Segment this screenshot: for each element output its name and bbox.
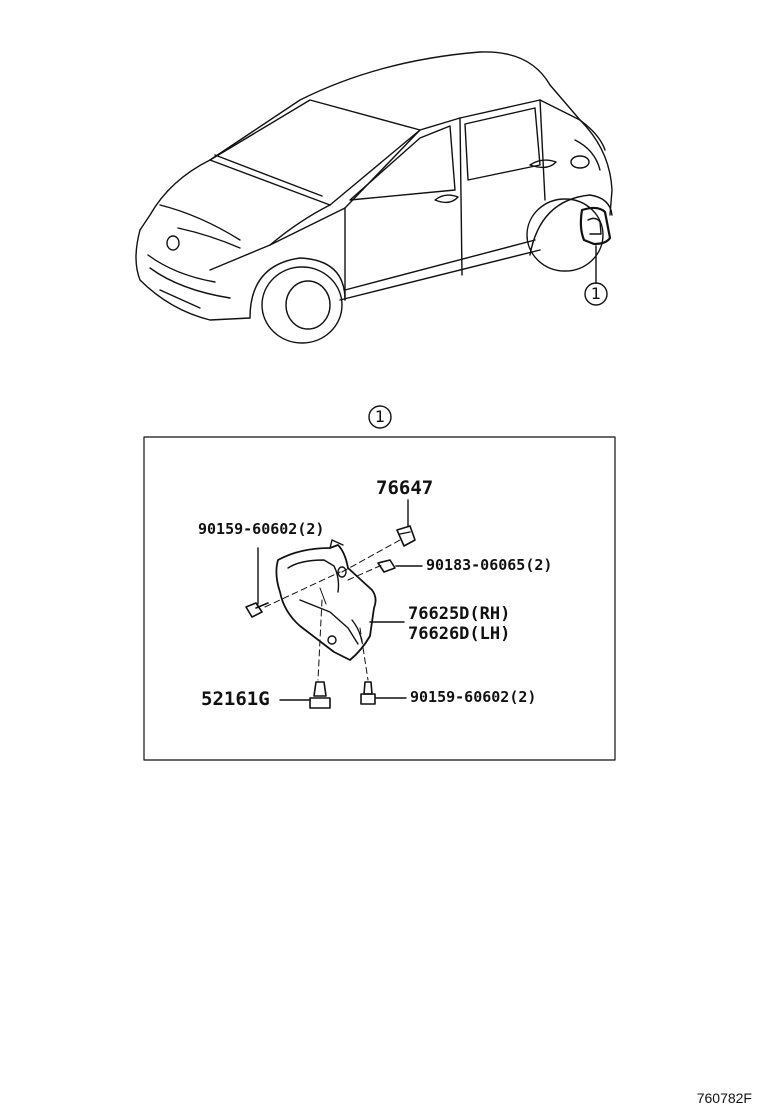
clip-76647 xyxy=(396,499,416,547)
label-52161g: 52161G xyxy=(201,688,270,710)
label-76647: 76647 xyxy=(376,477,434,499)
clip-52161g xyxy=(279,681,331,709)
label-mudguard-rh: 76625D(RH) xyxy=(408,604,511,624)
mudguard-assembly xyxy=(264,539,401,681)
screw-bottom xyxy=(360,681,407,705)
screw-upper-left xyxy=(245,547,269,618)
callout-number-detail: 1 xyxy=(374,407,386,426)
car-illustration xyxy=(135,51,613,344)
label-nut-90183: 90183-06065(2) xyxy=(426,556,553,574)
label-mudguard-lh: 76626D(LH) xyxy=(408,624,511,644)
callout-circle-car xyxy=(584,282,608,306)
detail-frame xyxy=(143,436,616,761)
callout-circle-detail xyxy=(368,405,392,429)
nut-90183 xyxy=(377,559,423,573)
label-screw-bottom: 90159-60602(2) xyxy=(410,688,537,706)
callout-number-car: 1 xyxy=(590,284,602,303)
figure-code: 760782F xyxy=(696,1090,752,1106)
label-screw-upper-left: 90159-60602(2) xyxy=(198,520,325,538)
